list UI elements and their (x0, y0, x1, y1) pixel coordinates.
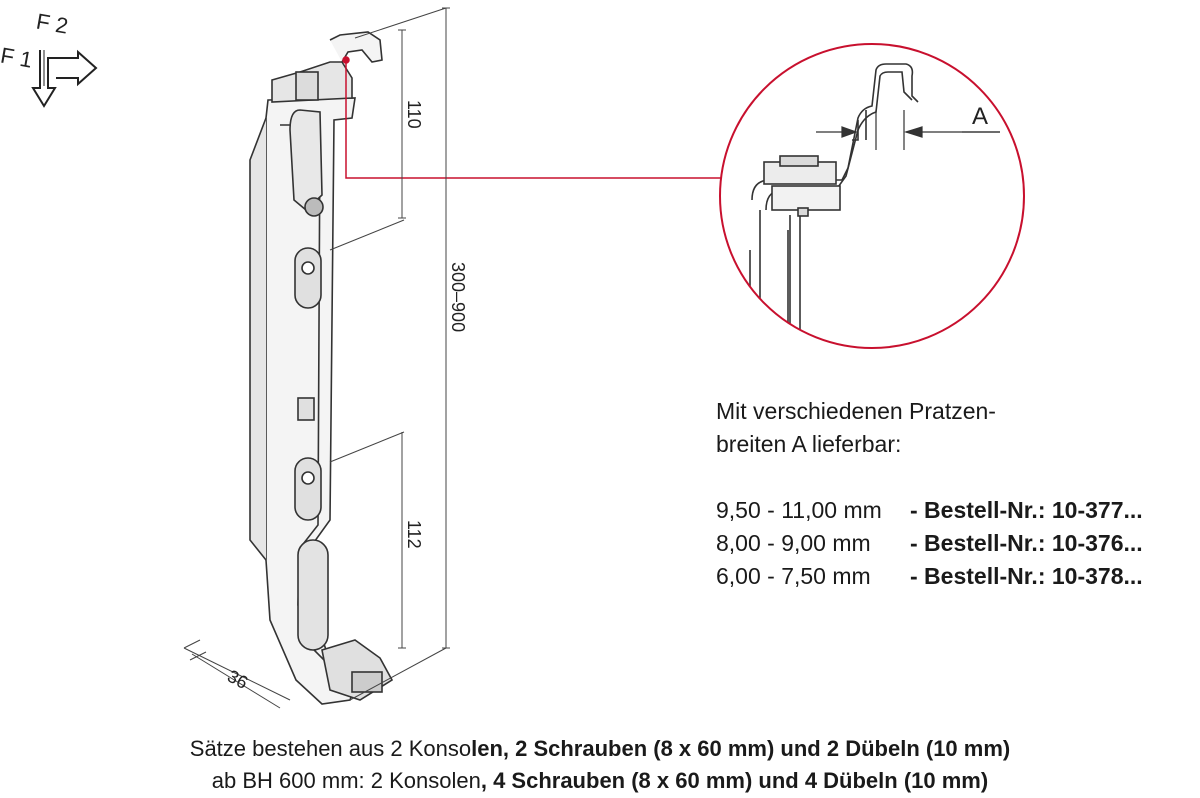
footer-line2-start: ab BH 600 mm: 2 Konsolen (211, 768, 481, 793)
force-label-f1: F 1 (0, 43, 34, 73)
width-range: 9,50 - 11,00 mm (716, 497, 882, 523)
dimension-300-900: 300–900 (448, 262, 468, 332)
force-label-f2: F 2 (34, 8, 70, 38)
force-arrows-icon (31, 49, 98, 108)
order-number: - Bestell-Nr.: 10-378... (910, 563, 1143, 589)
wall-bracket (249, 31, 394, 705)
info-heading-line2: breiten A lieferbar: (716, 431, 902, 457)
order-number: - Bestell-Nr.: 10-377... (910, 497, 1143, 523)
dimension-112: 112 (404, 520, 424, 549)
order-row: 6,00 - 7,50 mm - Bestell-Nr.: 10-378... (716, 560, 1143, 593)
dimension-lines (183, 7, 450, 709)
width-a-dimension (816, 110, 1000, 150)
detail-circle (719, 43, 1025, 349)
footer-line2-end: , 4 Schrauben (8 x 60 mm) und 4 Dübeln (… (480, 768, 989, 793)
order-row: 8,00 - 9,00 mm - Bestell-Nr.: 10-376... (716, 527, 1143, 560)
info-heading-line1: Mit verschiedenen Pratzen- (716, 398, 996, 424)
footer-line1-start: Sätze bestehen aus 2 Konso (189, 736, 472, 761)
detail-view: A (719, 43, 1025, 349)
order-number: - Bestell-Nr.: 10-376... (910, 530, 1143, 556)
set-contents-line2: ab BH 600 mm: 2 Konsolen, 4 Schrauben (8… (0, 765, 1200, 797)
footer-line1-end: len, 2 Schrauben (8 x 60 mm) und 2 Dübel… (471, 736, 1011, 761)
set-contents-line1: Sätze bestehen aus 2 Konsolen, 2 Schraub… (0, 733, 1200, 765)
width-range: 6,00 - 7,50 mm (716, 563, 871, 589)
order-row: 9,50 - 11,00 mm - Bestell-Nr.: 10-377... (716, 494, 1143, 527)
dimension-110: 110 (404, 100, 424, 129)
availability-info: Mit verschiedenen Pratzen- breiten A lie… (716, 395, 1143, 593)
width-range: 8,00 - 9,00 mm (716, 530, 871, 556)
detail-leader-line (342, 56, 722, 179)
detail-label-a: A (972, 103, 988, 130)
